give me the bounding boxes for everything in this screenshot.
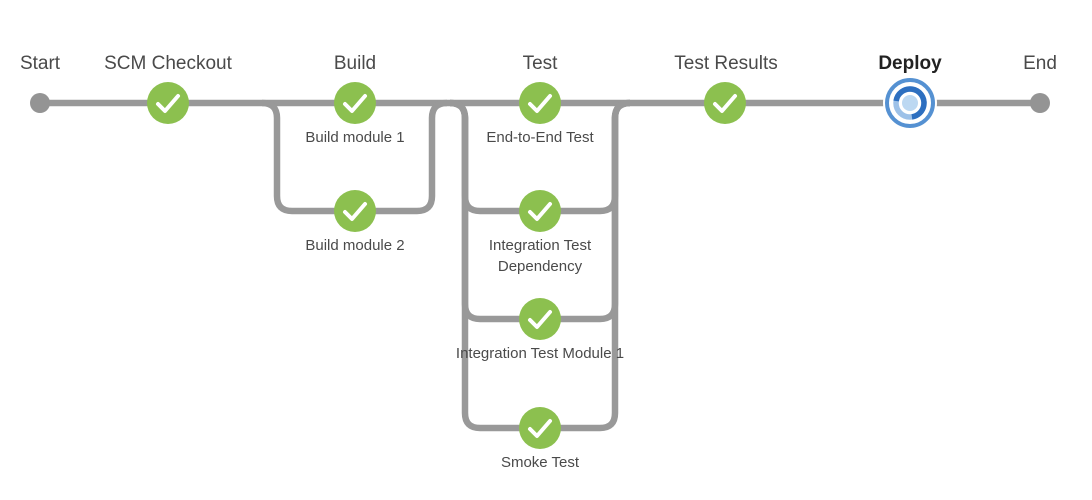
stage-label-test: Test [522, 53, 558, 74]
stage-label-build: Build [333, 53, 377, 74]
branch-label-end-to-end-test: End-to-End Test [486, 129, 594, 146]
stage-label-scm-checkout: SCM Checkout [104, 53, 232, 74]
branch-label-integration-test-dependency: Integration Test Dependency [488, 237, 592, 275]
check-icon [713, 94, 737, 113]
check-icon [343, 202, 367, 221]
node-build-module-1[interactable] [334, 82, 376, 124]
check-icon [528, 419, 552, 438]
node-end-to-end-test[interactable] [519, 82, 561, 124]
check-icon [528, 94, 552, 113]
stage-label-start: Start [19, 53, 61, 74]
start-node[interactable] [30, 93, 50, 113]
stage-label-test-results: Test Results [674, 53, 778, 74]
check-icon [528, 202, 552, 221]
stage-label-deploy: Deploy [878, 53, 942, 74]
branch-label-smoke-test: Smoke Test [500, 454, 580, 471]
node-test-results[interactable] [704, 82, 746, 124]
branch-label-build-module-2: Build module 2 [305, 237, 405, 254]
end-node[interactable] [1030, 93, 1050, 113]
branch-label-integration-test-module-1: Integration Test Module 1 [455, 345, 625, 362]
spinner-outer-ring-icon [885, 78, 935, 128]
check-icon [343, 94, 367, 113]
branch-label-build-module-1: Build module 1 [305, 129, 405, 146]
check-icon [528, 310, 552, 329]
node-smoke-test[interactable] [519, 407, 561, 449]
node-deploy[interactable] [883, 76, 937, 130]
check-icon [156, 94, 180, 113]
node-integration-test-dependency[interactable] [519, 190, 561, 232]
node-integration-test-module-1[interactable] [519, 298, 561, 340]
stage-label-end: End [1023, 53, 1057, 74]
node-scm-checkout[interactable] [147, 82, 189, 124]
spinner-center-dot-icon [902, 95, 918, 111]
spinner-arc-icon [893, 86, 927, 120]
node-build-module-2[interactable] [334, 190, 376, 232]
